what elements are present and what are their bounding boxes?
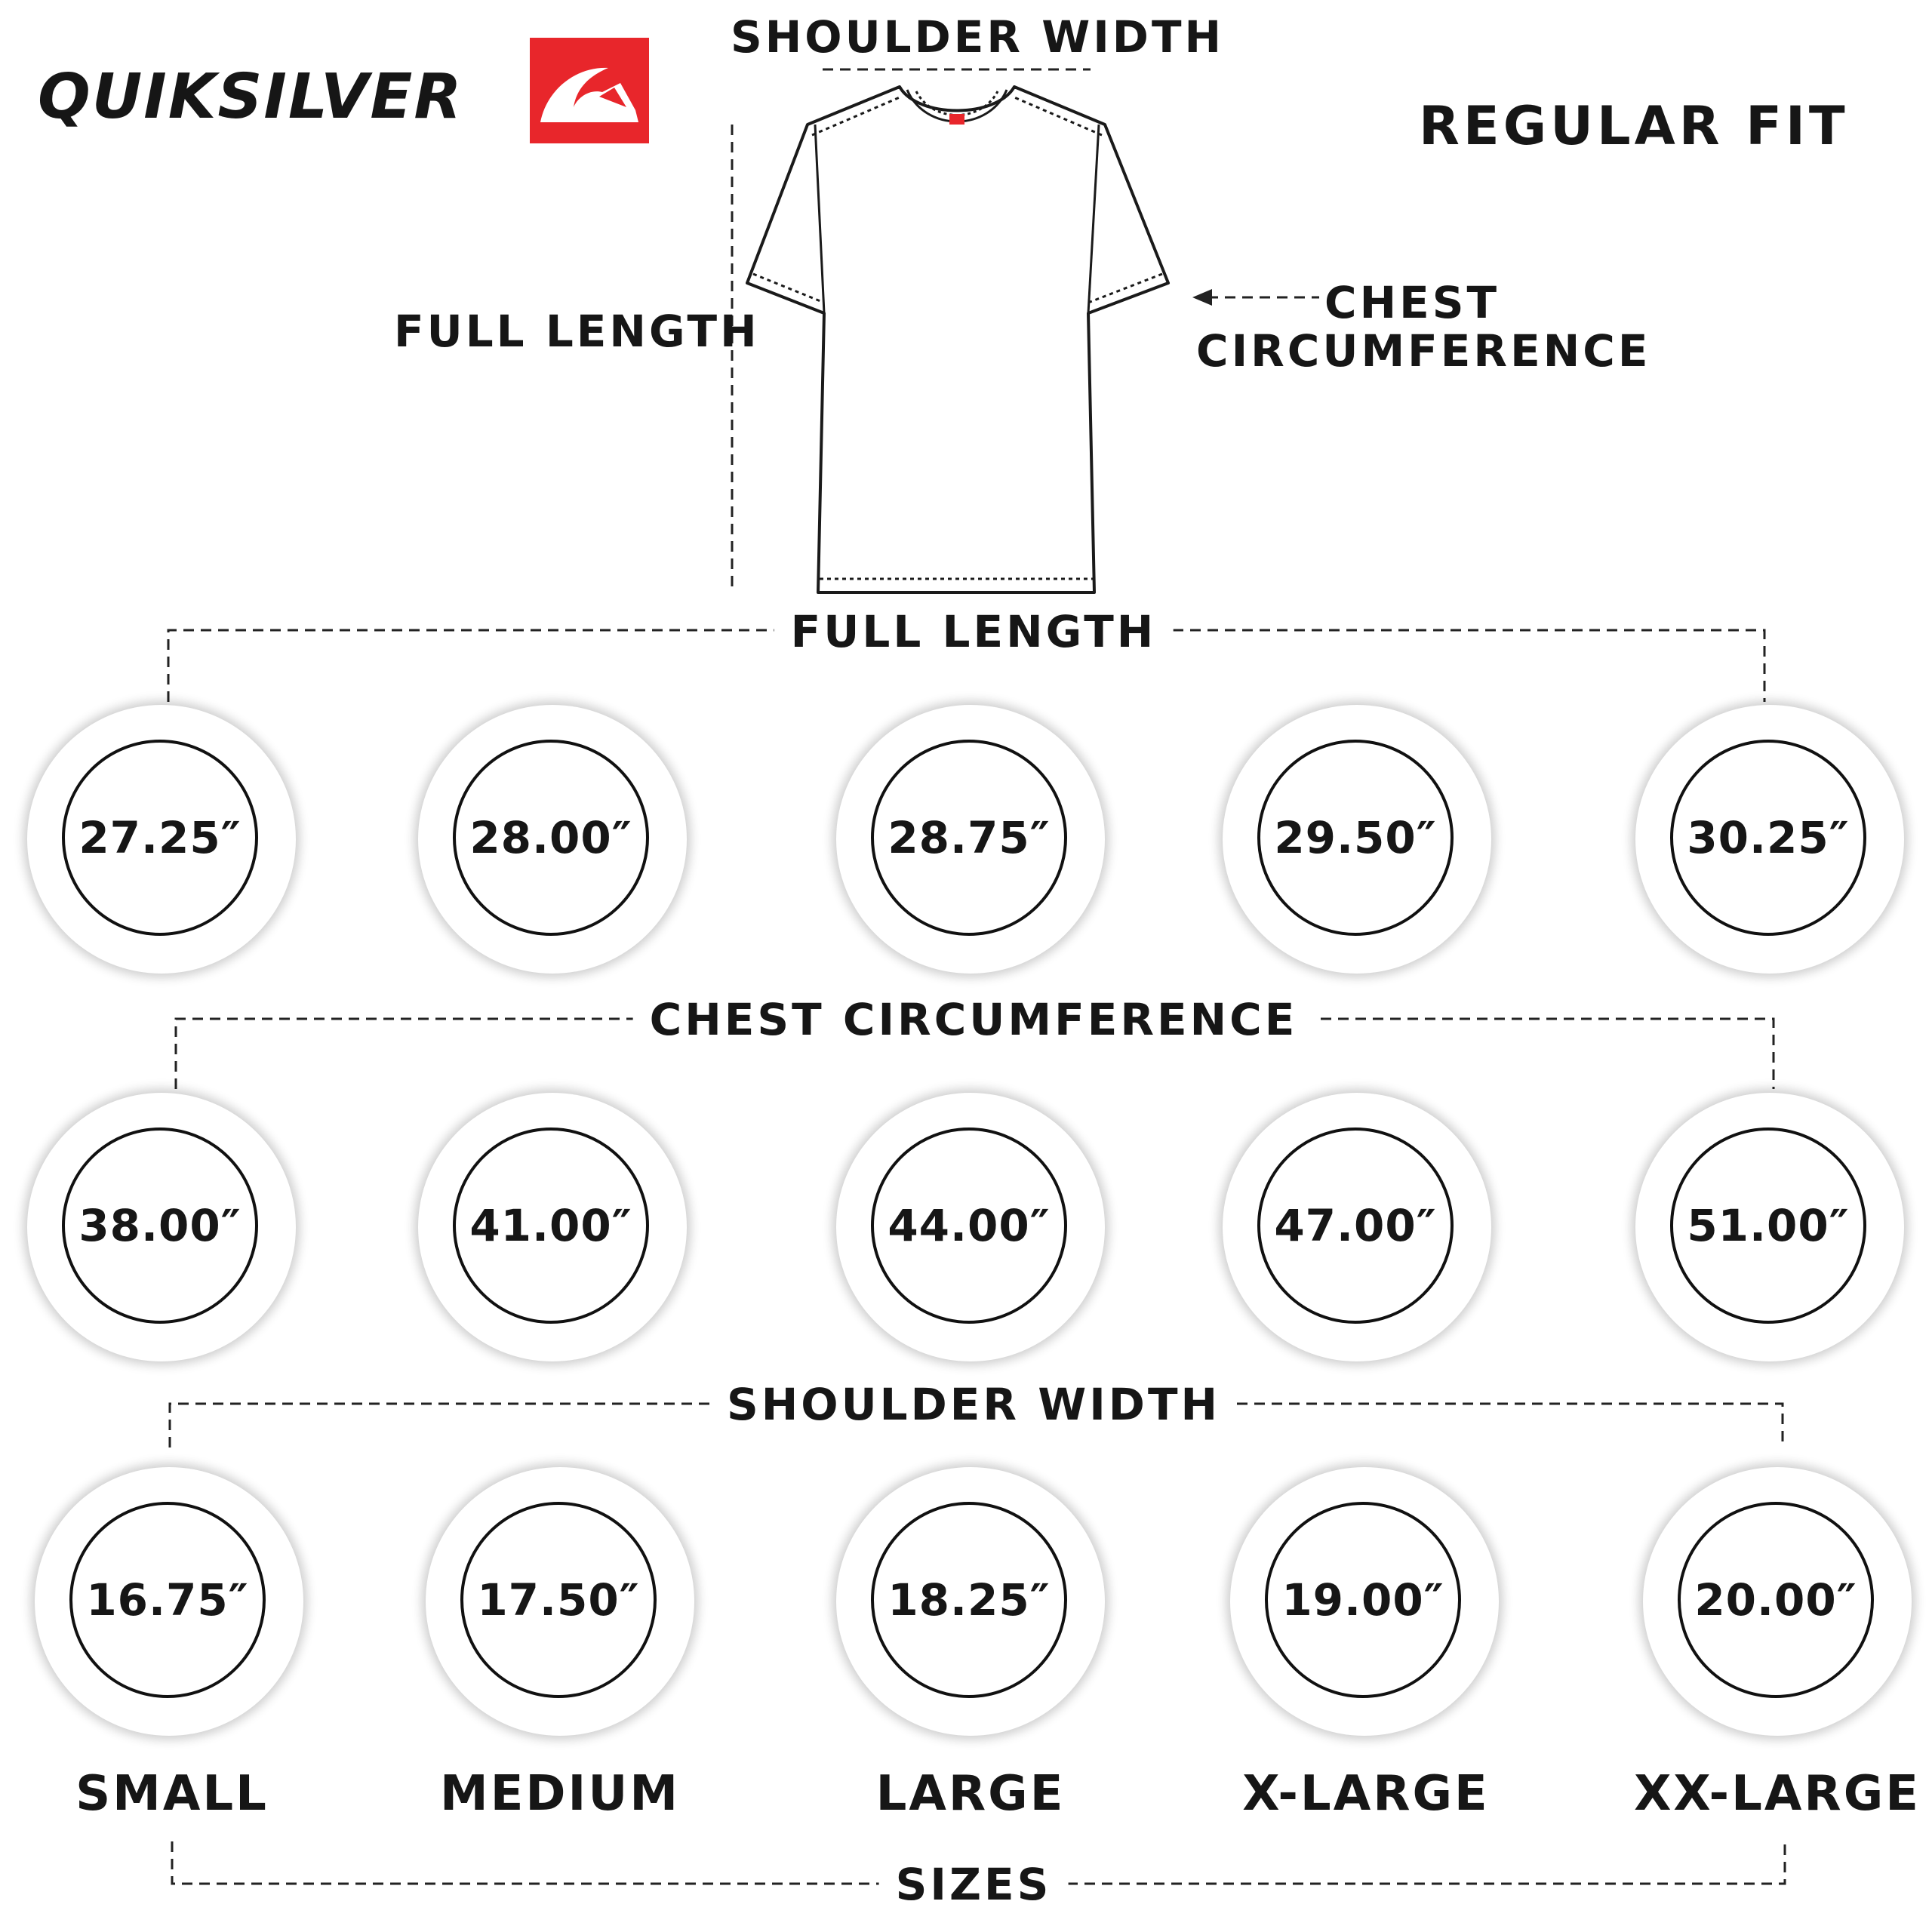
size-label-xx-large: XX-LARGE (1634, 1766, 1921, 1822)
measurement-value: 17.50″ (477, 1574, 640, 1626)
measurement-badge: 38.00″ (27, 1093, 296, 1361)
measurement-value: 51.00″ (1687, 1200, 1850, 1251)
diagram-chest-label-line2: CIRCUMFERENCE (1196, 325, 1651, 377)
section-label-shoulder: SHOULDER WIDTH (709, 1383, 1238, 1426)
size-label-medium: MEDIUM (440, 1766, 680, 1822)
diagram-full-length-label: FULL LENGTH (394, 306, 760, 357)
measurement-value: 29.50″ (1274, 812, 1437, 863)
measurement-value: 28.75″ (888, 812, 1051, 863)
measurement-badge: 44.00″ (836, 1093, 1105, 1361)
section-label-chest: CHEST CIRCUMFERENCE (632, 998, 1315, 1041)
measurement-badge: 29.50″ (1223, 705, 1491, 974)
t-shirt-outline-icon (746, 85, 1170, 594)
measurement-value: 30.25″ (1687, 812, 1850, 863)
size-label-x-large: X-LARGE (1242, 1766, 1490, 1822)
measurement-badge: 16.75″ (35, 1467, 303, 1736)
measurement-badge: 18.25″ (836, 1467, 1105, 1736)
measurement-badge: 20.00″ (1643, 1467, 1912, 1736)
measurement-badge: 17.50″ (426, 1467, 694, 1736)
measurement-badge: 27.25″ (27, 705, 296, 974)
measurement-value: 16.75″ (86, 1574, 249, 1626)
arrow-head-icon (1192, 289, 1212, 306)
measurement-badge: 51.00″ (1635, 1093, 1904, 1361)
brand-logo: QUIKSILVER (38, 38, 649, 143)
section-label-full-length: FULL LENGTH (774, 610, 1174, 654)
diagram-shoulder-width-label: SHOULDER WIDTH (730, 11, 1225, 63)
fit-title: REGULAR FIT (1419, 95, 1849, 157)
size-label-large: LARGE (875, 1766, 1066, 1822)
measurement-badge: 47.00″ (1223, 1093, 1491, 1361)
diagram-chest-label-line1: CHEST (1324, 277, 1500, 328)
measurement-value: 19.00″ (1281, 1574, 1444, 1626)
logo-emblem-icon (530, 38, 649, 143)
measurement-value: 41.00″ (469, 1200, 632, 1251)
logo-wordmark: QUIKSILVER (38, 61, 463, 133)
measurement-value: 44.00″ (888, 1200, 1051, 1251)
measurement-value: 38.00″ (78, 1200, 242, 1251)
measurement-value: 27.25″ (78, 812, 242, 863)
measurement-badge: 28.00″ (418, 705, 687, 974)
measurement-badge: 41.00″ (418, 1093, 687, 1361)
measurement-value: 47.00″ (1274, 1200, 1437, 1251)
measurement-value: 20.00″ (1694, 1574, 1857, 1626)
measurement-badge: 30.25″ (1635, 705, 1904, 974)
measurement-value: 28.00″ (469, 812, 632, 863)
size-label-small: SMALL (75, 1766, 269, 1822)
measurement-badge: 28.75″ (836, 705, 1105, 974)
section-label-sizes: SIZES (878, 1863, 1069, 1906)
measurement-value: 18.25″ (888, 1574, 1051, 1626)
measurement-badge: 19.00″ (1230, 1467, 1499, 1736)
